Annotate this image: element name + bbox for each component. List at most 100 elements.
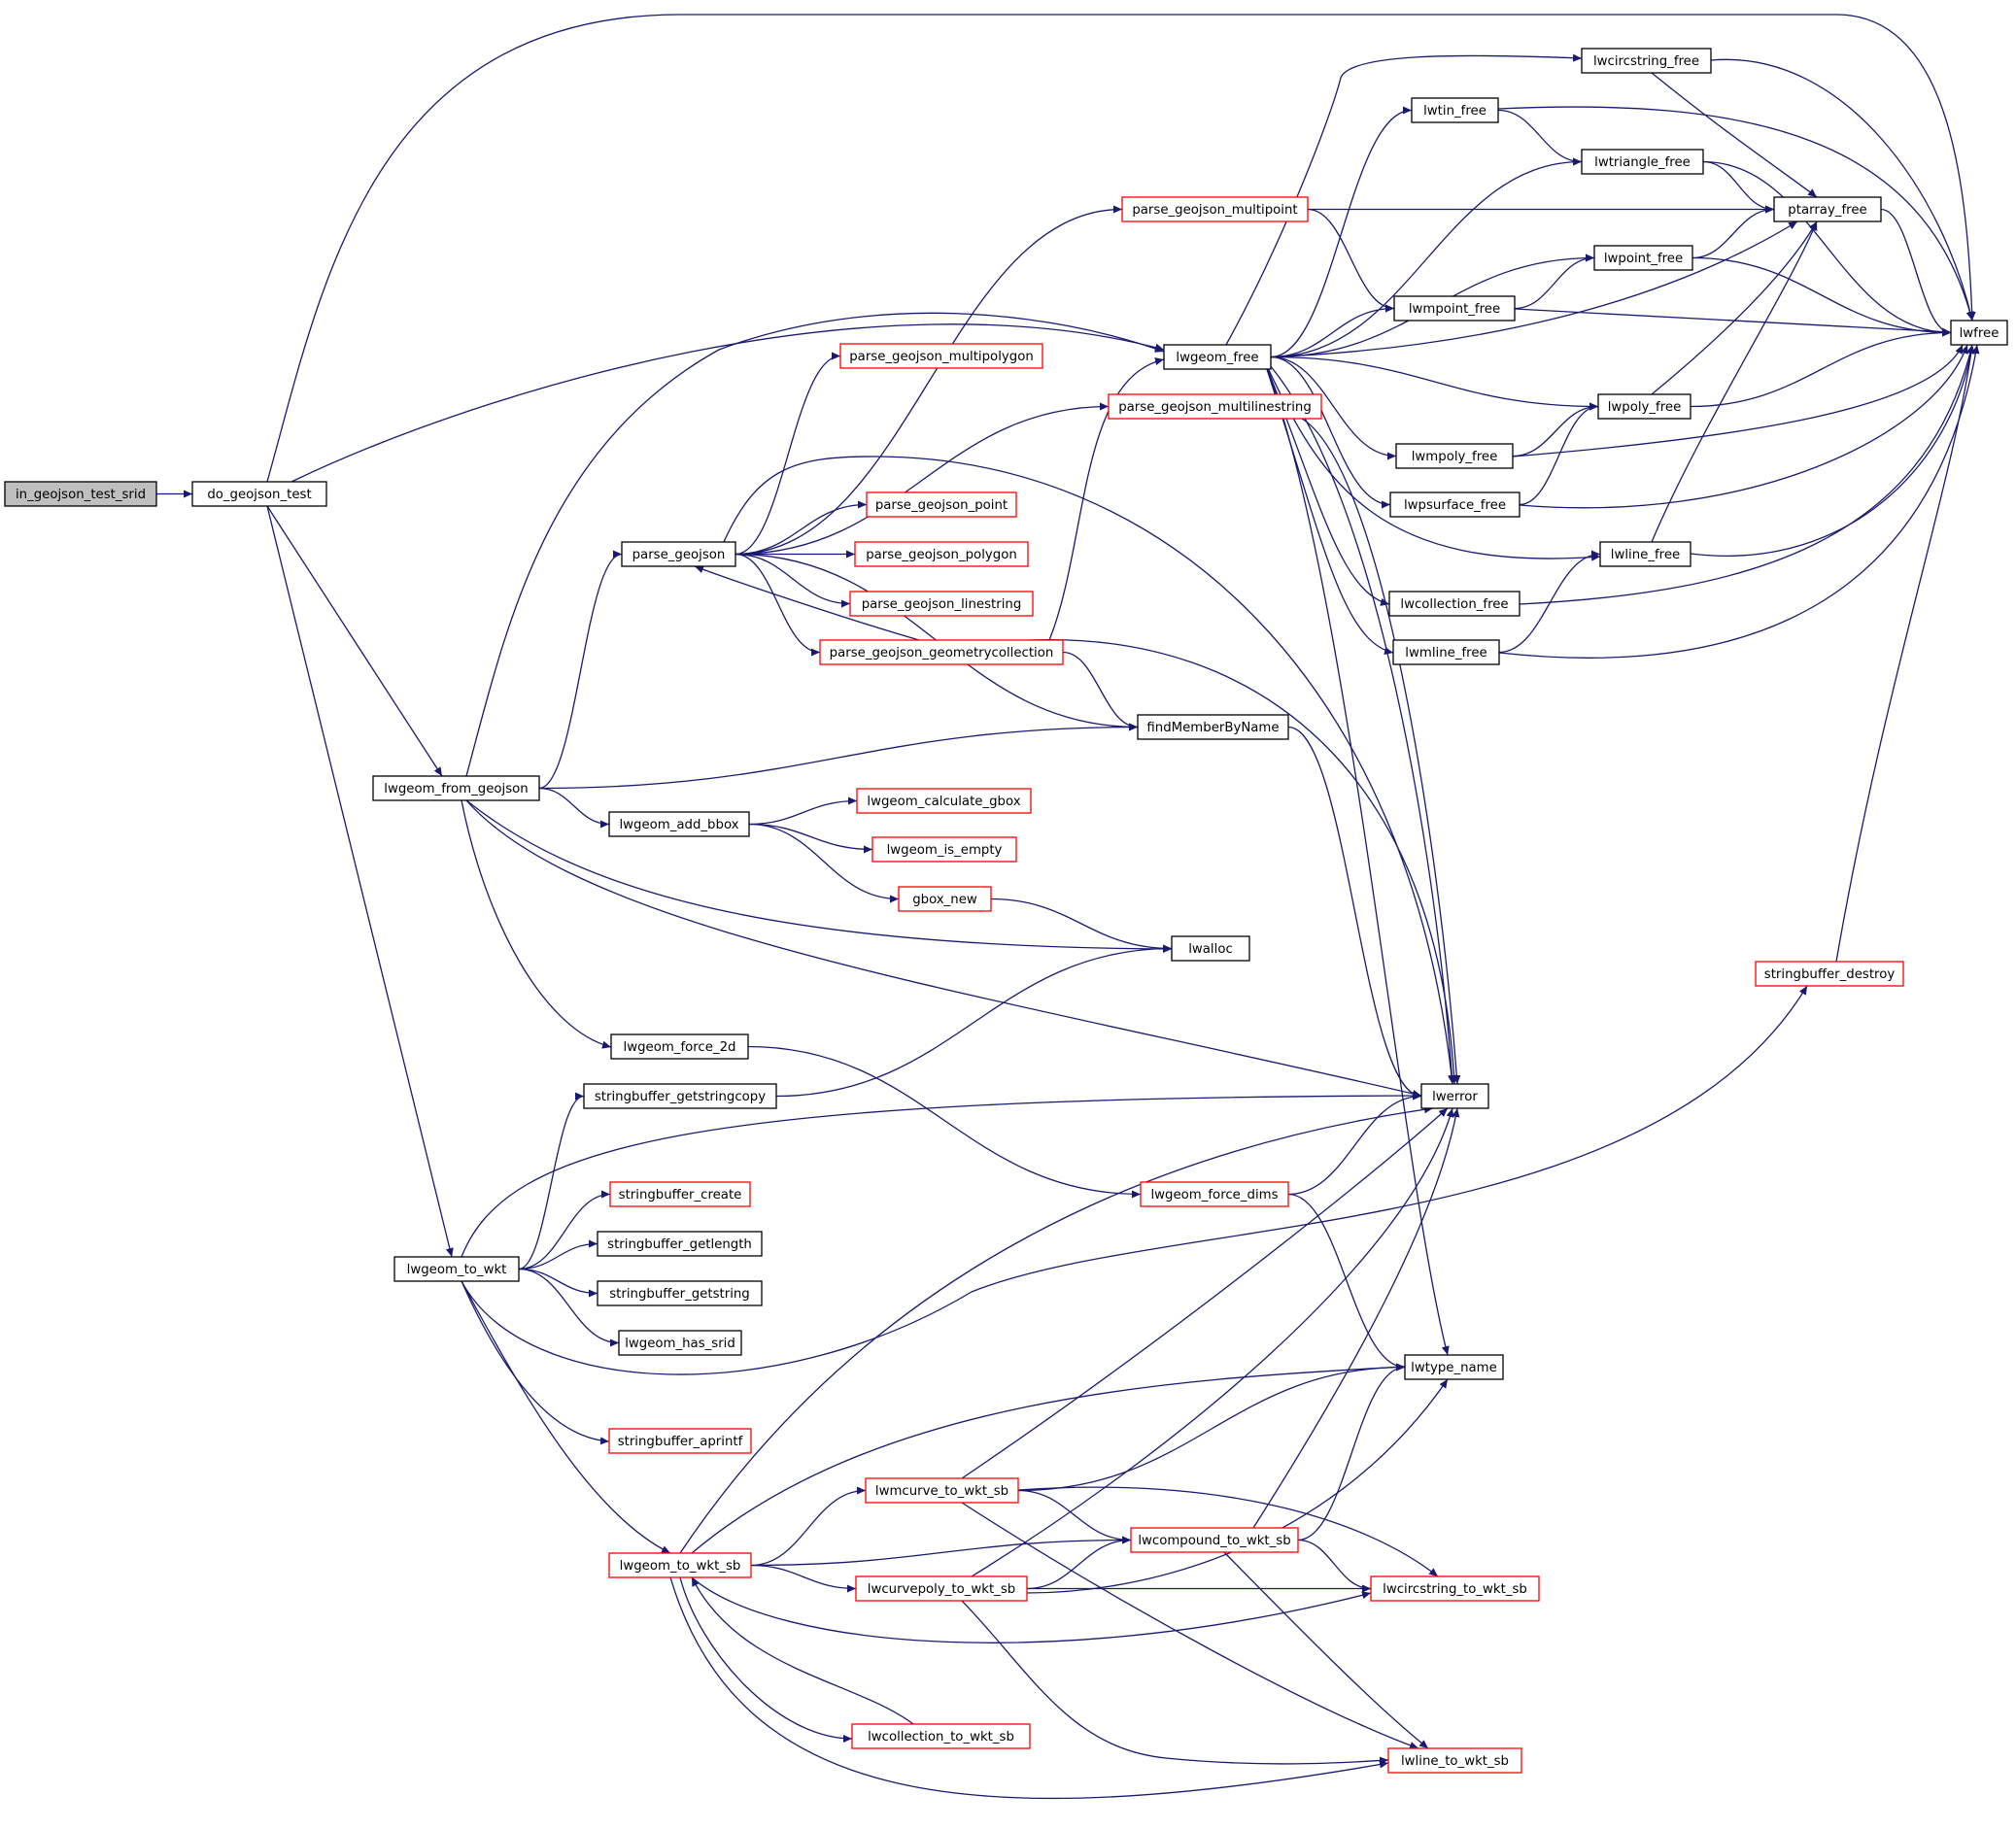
node-box (1121, 196, 1309, 222)
node-box (618, 1330, 742, 1356)
node-label: lwcompound_to_wkt_sb (1138, 1534, 1290, 1548)
node-lwgeom_from_geojson[interactable]: lwgeom_from_geojson (372, 775, 540, 801)
node-lwgeom_to_wkt_sb[interactable]: lwgeom_to_wkt_sb (608, 1552, 752, 1578)
node-lwpoint_free[interactable]: lwpoint_free (1593, 245, 1693, 271)
node-lwgeom_add_bbox[interactable]: lwgeom_add_bbox (608, 811, 750, 837)
node-parse_geojson[interactable]: parse_geojson (621, 541, 736, 567)
node-label: stringbuffer_getlength (607, 1237, 752, 1252)
node-lwgeom_force_dims[interactable]: lwgeom_force_dims (1140, 1181, 1289, 1207)
node-in_geojson_test_srid[interactable]: in_geojson_test_srid (4, 481, 157, 507)
edge-lwpsurface_free-to-lwfree (1519, 344, 1968, 509)
edge-lwgeom_free-to-lwpoly_free (1270, 356, 1599, 411)
edge-lwgeom_force_2d-to-lwgeom_force_dims (747, 1045, 1142, 1199)
node-lwgeom_free[interactable]: lwgeom_free (1163, 344, 1272, 370)
node-lwmpoly_free[interactable]: lwmpoly_free (1395, 443, 1514, 469)
edge-lwtriangle_free-to-lwfree (1702, 160, 1952, 337)
node-parse_geojson_geometrycollection[interactable]: parse_geojson_geometrycollection (819, 639, 1064, 665)
node-lwgeom_has_srid[interactable]: lwgeom_has_srid (618, 1330, 742, 1356)
node-lwtype_name[interactable]: lwtype_name (1404, 1354, 1504, 1380)
node-ptarray_free[interactable]: ptarray_free (1773, 196, 1882, 222)
node-lwmline_free[interactable]: lwmline_free (1392, 639, 1500, 665)
node-lwcurvepoly_to_wkt_sb[interactable]: lwcurvepoly_to_wkt_sb (855, 1575, 1028, 1602)
node-label: parse_geojson_multilinestring (1118, 400, 1312, 415)
edge-lwtriangle_free-to-ptarray_free (1702, 160, 1775, 214)
edge-parse_geojson-to-parse_geojson_linestring (735, 553, 851, 608)
node-box (1108, 393, 1322, 420)
node-parse_geojson_multipolygon[interactable]: parse_geojson_multipolygon (839, 343, 1043, 369)
function-nodes: in_geojson_test_srid do_geojson_test lwfre… (4, 48, 2008, 1774)
node-stringbuffer_aprintf[interactable]: stringbuffer_aprintf (608, 1428, 752, 1454)
node-lwgeom_calculate_gbox[interactable]: lwgeom_calculate_gbox (856, 788, 1032, 814)
node-lwcollection_free[interactable]: lwcollection_free (1388, 591, 1521, 617)
node-lwerror[interactable]: lwerror (1420, 1083, 1489, 1109)
node-box (1599, 541, 1691, 567)
node-lwmpoint_free[interactable]: lwmpoint_free (1393, 295, 1516, 322)
node-label: lwcollection_free (1400, 597, 1508, 612)
edge-parse_geojson_geometrycollection-to-lwgeom_free (1048, 357, 1165, 641)
node-box (191, 481, 327, 507)
node-lwfree[interactable]: lwfree (1950, 320, 2008, 346)
node-lwgeom_force_2d[interactable]: lwgeom_force_2d (610, 1033, 749, 1060)
edge-lwgeom_free-to-ptarray_free (1262, 220, 1798, 358)
node-lwpsurface_free[interactable]: lwpsurface_free (1389, 491, 1521, 518)
edge-gbox_new-to-lwalloc (990, 898, 1173, 953)
node-label: lwgeom_add_bbox (619, 818, 738, 832)
node-lwcompound_to_wkt_sb[interactable]: lwcompound_to_wkt_sb (1130, 1527, 1299, 1553)
node-parse_geojson_point[interactable]: parse_geojson_point (866, 491, 1017, 518)
node-lwtriangle_free[interactable]: lwtriangle_free (1581, 149, 1704, 175)
edge-parse_geojson-to-parse_geojson_multipoint (735, 205, 1123, 556)
node-parse_geojson_linestring[interactable]: parse_geojson_linestring (849, 591, 1034, 617)
node-lwcircstring_to_wkt_sb[interactable]: lwcircstring_to_wkt_sb (1370, 1575, 1540, 1602)
edge-lwpoly_free-to-lwfree (1690, 328, 1952, 408)
edge-parse_geojson-to-lwerror (723, 456, 1456, 1085)
node-findMemberByName[interactable]: findMemberByName (1137, 714, 1289, 740)
edge-lwline_free-to-lwfree (1690, 344, 1975, 557)
edge-lwgeom_force_dims-to-lwerror (1287, 1092, 1422, 1196)
node-stringbuffer_getlength[interactable]: stringbuffer_getlength (597, 1231, 763, 1257)
node-stringbuffer_getstringcopy[interactable]: stringbuffer_getstringcopy (583, 1083, 777, 1109)
node-lwcollection_to_wkt_sb[interactable]: lwcollection_to_wkt_sb (851, 1723, 1031, 1749)
node-lwline_to_wkt_sb[interactable]: lwline_to_wkt_sb (1387, 1747, 1522, 1774)
node-stringbuffer_create[interactable]: stringbuffer_create (609, 1181, 751, 1207)
edge-lwgeom_force_dims-to-lwtype_name (1287, 1193, 1406, 1372)
node-box (1395, 443, 1514, 469)
node-lwgeom_to_wkt[interactable]: lwgeom_to_wkt (393, 1256, 520, 1282)
edge-lwmpoint_free-to-lwpoint_free (1514, 254, 1595, 310)
node-lwpoly_free[interactable]: lwpoly_free (1597, 393, 1691, 420)
node-lwcircstring_free[interactable]: lwcircstring_free (1581, 48, 1712, 74)
node-lwalloc[interactable]: lwalloc (1171, 935, 1250, 962)
node-do_geojson_test[interactable]: do_geojson_test (191, 481, 327, 507)
edge-lwcompound_to_wkt_sb-to-lwtype_name (1297, 1363, 1406, 1541)
edge-stringbuffer_getstringcopy-to-lwalloc (775, 944, 1173, 1098)
node-box (393, 1256, 520, 1282)
edge-lwcurvepoly_to_wkt_sb-to-lwcompound_to_wkt_sb (1026, 1536, 1132, 1590)
call-edges (155, 14, 1980, 1800)
node-label: lwline_to_wkt_sb (1401, 1754, 1509, 1769)
node-label: findMemberByName (1146, 721, 1279, 735)
node-lwtin_free[interactable]: lwtin_free (1411, 97, 1499, 123)
node-box (1755, 961, 1904, 987)
node-lwgeom_is_empty[interactable]: lwgeom_is_empty (871, 836, 1017, 863)
node-gbox_new[interactable]: gbox_new (898, 886, 992, 912)
node-parse_geojson_multilinestring[interactable]: parse_geojson_multilinestring (1108, 393, 1322, 420)
node-lwmcurve_to_wkt_sb[interactable]: lwmcurve_to_wkt_sb (865, 1477, 1019, 1504)
node-stringbuffer_destroy[interactable]: stringbuffer_destroy (1755, 961, 1904, 987)
edge-lwgeom_free-to-lwmpoint_free (1270, 304, 1395, 358)
node-parse_geojson_polygon[interactable]: parse_geojson_polygon (854, 541, 1029, 567)
edge-lwmline_free-to-lwfree (1498, 344, 1980, 659)
node-stringbuffer_getstring[interactable]: stringbuffer_getstring (597, 1280, 763, 1306)
node-label: parse_geojson_multipolygon (849, 350, 1034, 364)
edge-lwgeom_from_geojson-to-parse_geojson (538, 550, 623, 790)
node-box (609, 1181, 751, 1207)
node-lwline_free[interactable]: lwline_free (1599, 541, 1691, 567)
node-box (1404, 1354, 1504, 1380)
node-box (849, 591, 1034, 617)
node-box (856, 788, 1032, 814)
node-box (610, 1033, 749, 1060)
node-parse_geojson_multipoint[interactable]: parse_geojson_multipoint (1121, 196, 1309, 222)
edge-lwmline_free-to-lwline_free (1498, 550, 1601, 654)
node-box (1389, 491, 1521, 518)
edge-lwgeom_from_geojson-to-lwalloc (465, 799, 1173, 954)
node-box (865, 1477, 1019, 1504)
node-box (621, 541, 736, 567)
